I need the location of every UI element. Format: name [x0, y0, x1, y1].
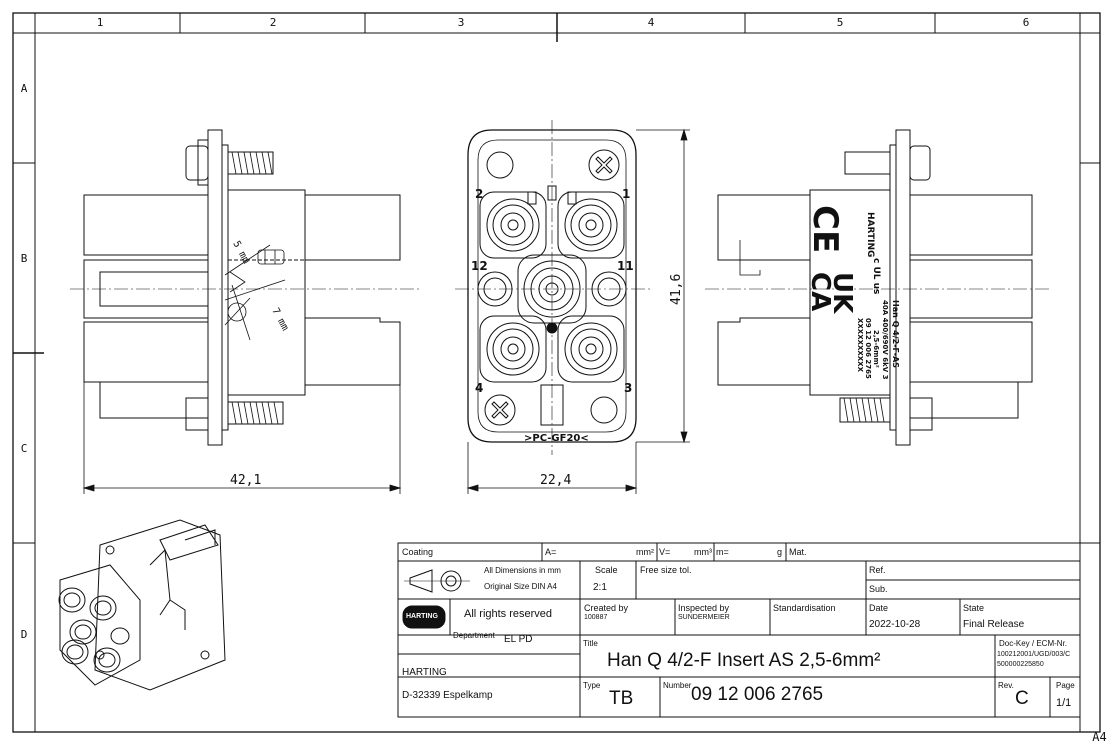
mark-part: 09 12 006 2765	[864, 318, 872, 379]
dimension-width-front	[466, 442, 638, 494]
dimension-width-side	[82, 382, 402, 494]
column-label-5: 5	[836, 16, 844, 29]
dims-note-1: All Dimensions in mm	[484, 566, 561, 575]
volume-unit: mm³	[694, 547, 712, 557]
scale-value: 2:1	[593, 582, 607, 593]
mark-wire: 2,5-6mm²	[872, 330, 880, 368]
department-value: EL PD	[504, 634, 533, 645]
material-mark: >PC-GF20<	[524, 433, 589, 444]
dockey-value-2: 500000225850	[997, 661, 1044, 668]
column-label-1: 1	[96, 16, 104, 29]
type-label: Type	[583, 681, 601, 690]
mass-unit: g	[777, 547, 783, 557]
column-label-4: 4	[647, 16, 655, 29]
side-view	[70, 129, 420, 446]
department-label: Department	[453, 631, 495, 640]
rev-label: Rev.	[998, 681, 1014, 690]
tolerance-label: Free size tol.	[640, 565, 692, 575]
drawing-title: Han Q 4/2-F Insert AS 2,5-6mm²	[607, 650, 881, 671]
row-label-d: D	[20, 628, 28, 641]
pin-label-12: 12	[471, 259, 488, 273]
standardisation-label: Standardisation	[773, 603, 836, 613]
logo-text: HARTING	[406, 613, 438, 620]
dimension-height-front	[636, 128, 690, 444]
company-name: HARTING	[402, 667, 447, 678]
pin-label-3: 3	[624, 381, 632, 395]
column-label-3: 3	[457, 16, 465, 29]
pin-label-4: 4	[475, 381, 483, 395]
area-unit: mm²	[636, 547, 654, 557]
inspected-label: Inspected by	[678, 603, 730, 613]
ref-label: Ref.	[869, 565, 886, 575]
sheet-size-label: A4	[1092, 730, 1107, 744]
page-label: Page	[1056, 681, 1075, 690]
mark-ce: CE	[805, 205, 845, 253]
sub-label: Sub.	[869, 584, 888, 594]
mass-label: m=	[716, 547, 729, 557]
company-address: D-32339 Espelkamp	[402, 690, 493, 701]
isometric-view	[58, 519, 226, 691]
dim-42-1: 42,1	[230, 473, 261, 488]
pin-label-1: 1	[622, 187, 630, 201]
mark-logo: HARTING	[865, 212, 875, 257]
title-label: Title	[583, 639, 598, 648]
scale-label: Scale	[595, 565, 618, 575]
row-label-c: C	[20, 442, 28, 455]
dockey-value-1: 100212001/UGD/003/C	[997, 651, 1071, 658]
mark-uk: UK	[827, 272, 857, 314]
mark-ul: c UL us	[871, 258, 881, 294]
mat-label: Mat.	[789, 547, 807, 557]
mark-product: Han Q 4/2-F-AS	[891, 300, 900, 368]
page-value: 1/1	[1056, 697, 1072, 709]
row-label-a: A	[20, 82, 28, 95]
mark-rating: 40A 400/690V 6kV 3	[881, 300, 889, 380]
dim-41-6: 41,6	[669, 274, 684, 305]
mark-ca: CA	[805, 272, 835, 311]
area-label: A=	[545, 547, 557, 557]
pin-label-2: 2	[475, 187, 483, 201]
rev-value: C	[1015, 688, 1029, 709]
pin-label-11: 11	[617, 259, 634, 273]
column-label-2: 2	[269, 16, 277, 29]
front-view	[455, 120, 650, 455]
volume-label: V=	[659, 547, 671, 557]
row-label-b: B	[20, 252, 28, 265]
dockey-label: Doc-Key / ECM-Nr.	[999, 639, 1068, 648]
number-value: 09 12 006 2765	[691, 684, 824, 705]
dims-note-2: Original Size DIN A4	[484, 582, 557, 591]
rear-view	[705, 129, 1050, 446]
state-value: Final Release	[963, 619, 1025, 630]
mark-serial: XXXXXXXXXX	[856, 318, 864, 373]
column-label-6: 6	[1022, 16, 1030, 29]
date-label: Date	[869, 603, 889, 613]
date-value: 2022-10-28	[869, 619, 921, 630]
created-label: Created by	[584, 603, 629, 613]
state-label: State	[963, 603, 985, 613]
type-value: TB	[609, 688, 634, 709]
created-value: 100887	[584, 614, 608, 621]
dim-22-4: 22,4	[540, 473, 571, 488]
coating-label: Coating	[402, 547, 434, 557]
number-label: Number	[663, 681, 692, 690]
inspected-value: SUNDERMEIER	[678, 614, 730, 621]
rights-text: All rights reserved	[464, 608, 553, 620]
